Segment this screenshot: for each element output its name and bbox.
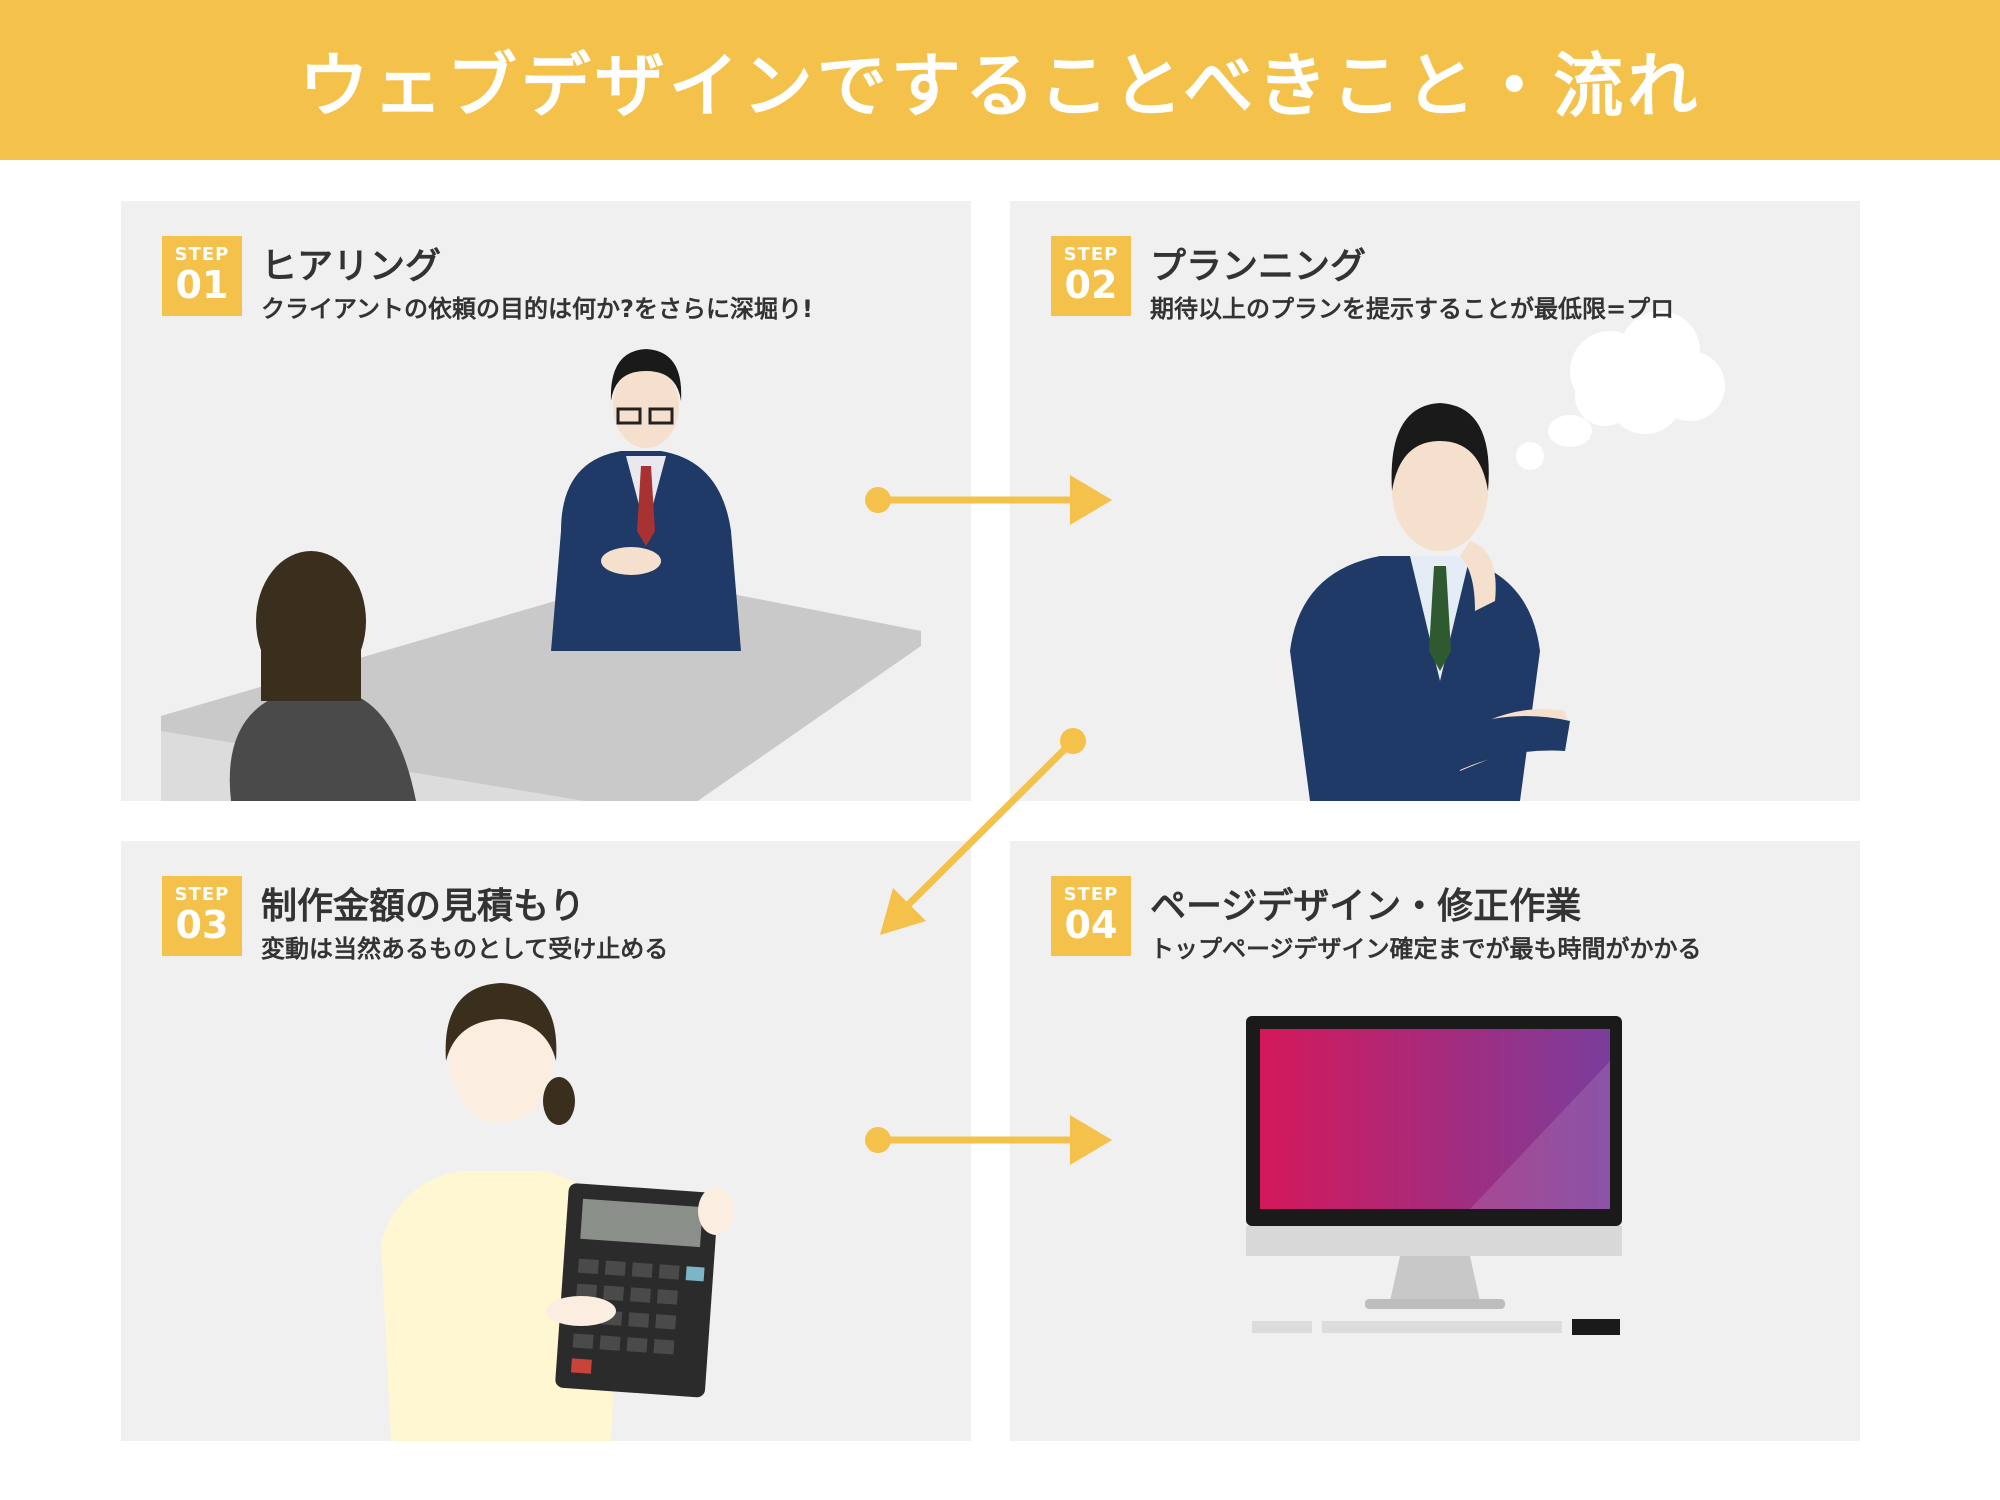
step-subtitle-2: 期待以上のプランを提示することが最低限=プロ [1150,295,1675,323]
step-badge-label: STEP [174,244,230,265]
step-badge-number: 01 [175,263,229,307]
arrow-step1-to-step2 [865,475,1112,525]
step-badge-label: STEP [174,884,230,905]
header-banner: ウェブデザインですることべきこと・流れ [0,0,2000,160]
step-panel-1: STEP 01 ヒアリング クライアントの依頼の目的は何か?をさらに深堀り! [121,201,971,801]
step-badge-number: 02 [1064,263,1118,307]
step-title-3: 制作金額の見積もり [261,886,586,927]
desktop-monitor-illustration [1246,1016,1622,1335]
step-badge-2: STEP 02 [1051,236,1131,316]
step-title-4: ページデザイン・修正作業 [1150,886,1582,927]
step-title-2: プランニング [1150,246,1367,287]
arrow-step3-to-step4 [865,1115,1112,1165]
step-panel-4: STEP 04 ページデザイン・修正作業 トップページデザイン確定までが最も時間… [1010,841,1860,1441]
step-subtitle-1: クライアントの依頼の目的は何か?をさらに深堀り! [261,295,813,323]
step-badge-3: STEP 03 [162,876,242,956]
step-badge-label: STEP [1063,244,1119,265]
step-panel-2: STEP 02 プランニング 期待以上のプランを提示することが最低限=プロ [1010,201,1860,801]
step-subtitle-4: トップページデザイン確定までが最も時間がかかる [1150,935,1702,963]
arrow-step2-to-step3 [880,728,1086,935]
page-title: ウェブデザインですることべきこと・流れ [298,44,1702,127]
step-panel-3: STEP 03 制作金額の見積もり 変動は当然あるものとして受け止める [121,841,971,1441]
thinking-man-illustration [1290,311,1725,801]
step-badge-number: 03 [175,903,229,947]
meeting-illustration [161,349,921,801]
step-subtitle-3: 変動は当然あるものとして受け止める [261,935,669,963]
step-badge-1: STEP 01 [162,236,242,316]
step-badge-label: STEP [1063,884,1119,905]
calculator-woman-illustration [381,983,734,1441]
step-title-1: ヒアリング [261,246,442,287]
step-badge-4: STEP 04 [1051,876,1131,956]
step-badge-number: 04 [1064,903,1118,947]
